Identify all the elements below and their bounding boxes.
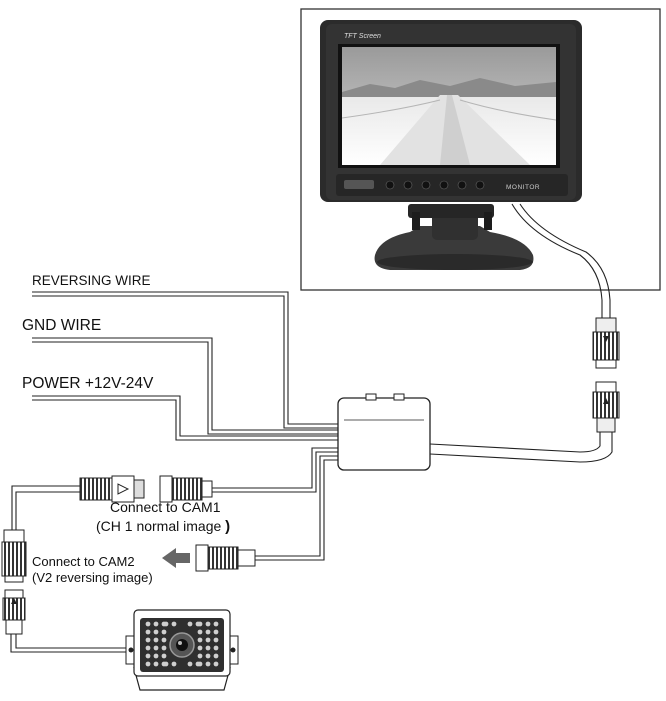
ir-led: [205, 629, 211, 635]
ir-led: [153, 661, 159, 667]
ir-led: [213, 637, 219, 643]
monitor-button-4[interactable]: [439, 180, 449, 190]
ir-led: [153, 637, 159, 643]
backup-camera: [125, 609, 239, 691]
reversing-wire-label: REVERSING WIRE: [32, 273, 151, 288]
ir-led: [205, 645, 211, 651]
ir-led: [161, 645, 167, 651]
cam1-sublabel-text: (CH 1 normal image: [96, 518, 225, 534]
monitor-panel-label: MONITOR: [506, 184, 540, 191]
monitor-button-5[interactable]: [457, 180, 467, 190]
ir-led: [161, 629, 167, 635]
monitor-screen: [338, 44, 560, 168]
ir-led: [205, 661, 211, 667]
ir-led: [205, 637, 211, 643]
cam1-sublabel: (CH 1 normal image ): [96, 518, 230, 535]
ir-led: [195, 621, 201, 627]
ir-led: [213, 621, 219, 627]
ir-led: [145, 645, 151, 651]
ir-led: [195, 661, 201, 667]
ir-led: [197, 653, 203, 659]
monitor-brand: TFT Screen: [344, 33, 381, 40]
ir-led: [145, 637, 151, 643]
ir-led: [187, 661, 193, 667]
ir-led: [197, 629, 203, 635]
cam1-label: Connect to CAM1: [110, 499, 221, 515]
ir-led: [171, 621, 177, 627]
monitor-stand: [374, 204, 534, 270]
ir-led: [205, 653, 211, 659]
cam2-sublabel: (V2 reversing image): [32, 570, 153, 585]
ir-led: [213, 653, 219, 659]
ir-led: [161, 637, 167, 643]
ir-led: [163, 661, 169, 667]
ir-led: [153, 653, 159, 659]
cam2-arrow: [162, 548, 190, 568]
ir-led: [145, 661, 151, 667]
ir-led: [197, 645, 203, 651]
cam1-sublabel-paren: ): [225, 518, 230, 535]
cam1-connectors: [79, 475, 213, 503]
cam2-label: Connect to CAM2: [32, 554, 135, 569]
power-wire-label: POWER +12V-24V: [22, 375, 154, 392]
ir-led: [145, 629, 151, 635]
control-box: [337, 393, 431, 471]
ir-led: [213, 645, 219, 651]
camera-cables: [212, 447, 338, 561]
ir-led: [163, 621, 169, 627]
cam2-connector: [195, 544, 256, 572]
monitor-button-2[interactable]: [403, 180, 413, 190]
ir-led: [161, 653, 167, 659]
monitor-button-1[interactable]: [385, 180, 395, 190]
ir-led: [197, 637, 203, 643]
monitor-button-6[interactable]: [475, 180, 485, 190]
ir-led: [205, 621, 211, 627]
monitor: TFT Screen MONITOR: [320, 20, 582, 202]
ir-led: [145, 621, 151, 627]
ir-window: [344, 180, 374, 189]
ir-led: [145, 653, 151, 659]
ir-led: [213, 661, 219, 667]
monitor-button-3[interactable]: [421, 180, 431, 190]
gnd-wire-label: GND WIRE: [22, 317, 101, 334]
monitor-cable: [429, 203, 620, 463]
ir-led: [153, 621, 159, 627]
ir-led: [213, 629, 219, 635]
ir-led: [171, 661, 177, 667]
ir-led: [153, 645, 159, 651]
ir-led: [153, 629, 159, 635]
camera-ir-leds: [145, 621, 219, 667]
ir-led: [187, 621, 193, 627]
camera-extension: [1, 485, 128, 653]
input-wires: [32, 291, 338, 441]
